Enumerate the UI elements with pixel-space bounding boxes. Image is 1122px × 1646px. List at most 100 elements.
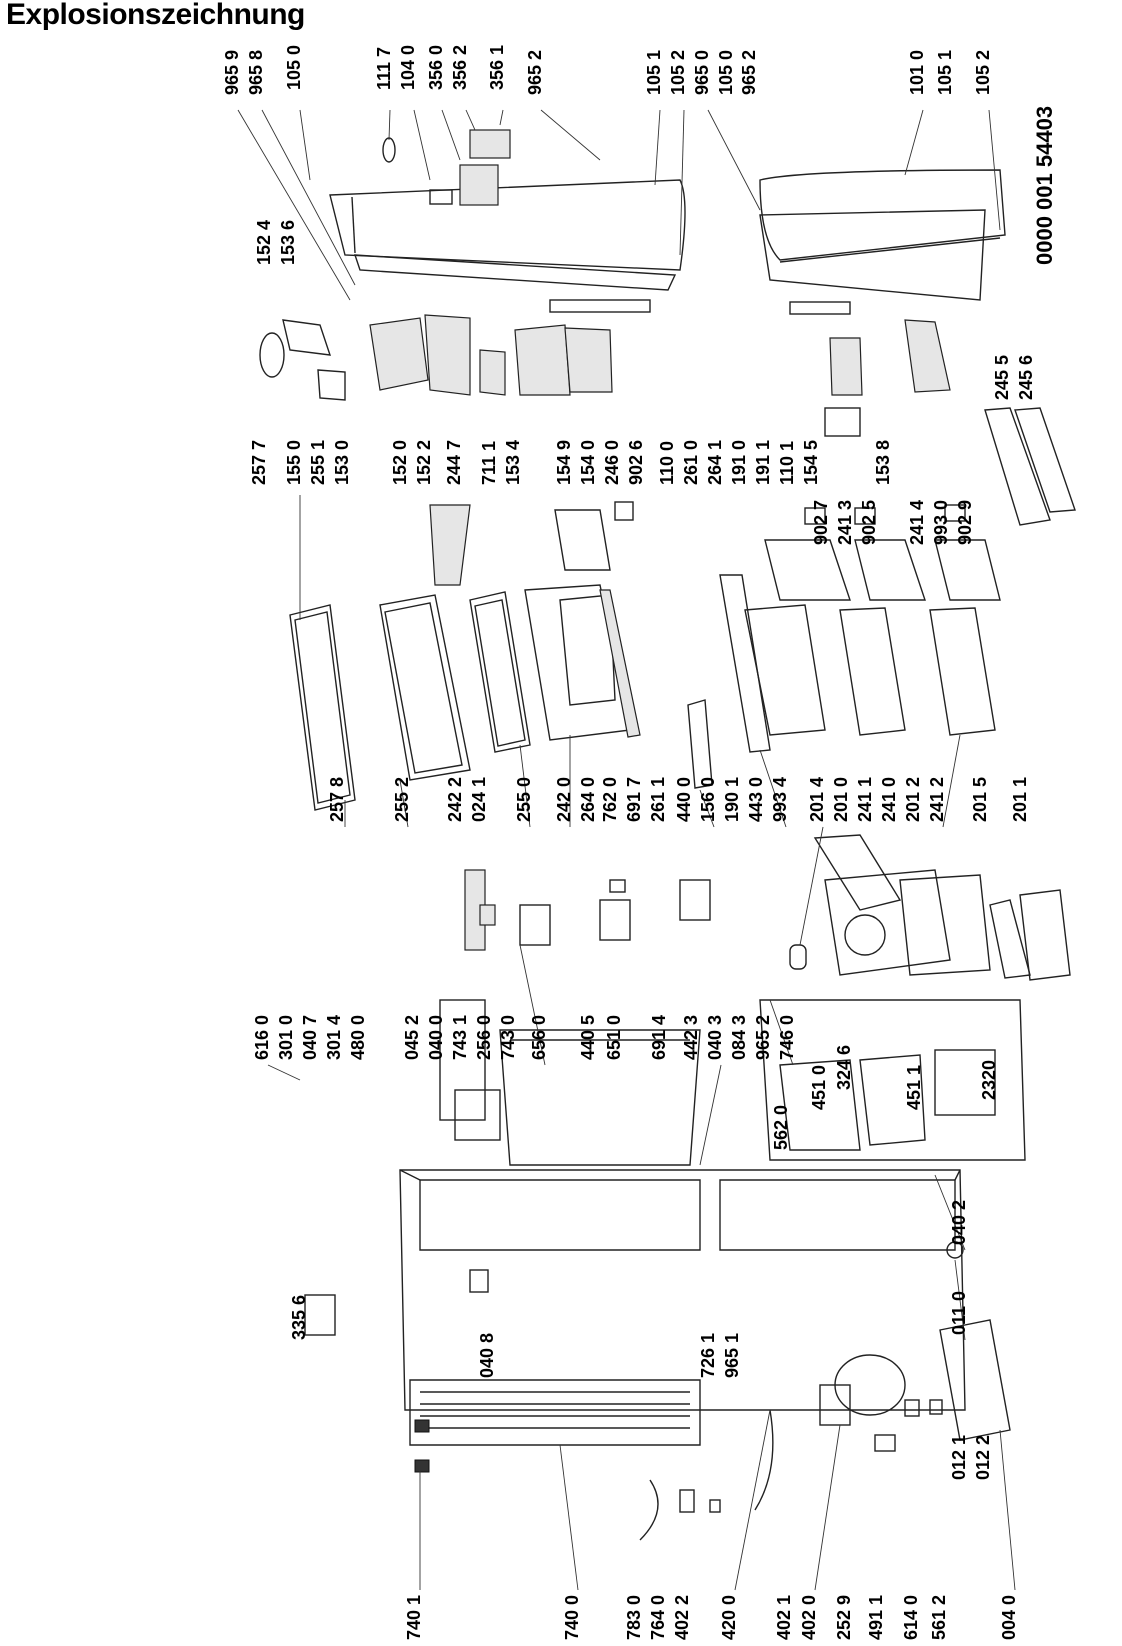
part-number-label: 764 0 <box>648 1595 668 1640</box>
document-number: 0000 001 54403 <box>1032 106 1057 265</box>
part-number-label: 451 1 <box>904 1065 924 1110</box>
part-number-label: 245 5 <box>992 355 1012 400</box>
part-number-label: 105 0 <box>716 50 736 95</box>
part-number-label: 743 0 <box>498 1015 518 1060</box>
part-number-label: 491 1 <box>866 1595 886 1640</box>
part-number-label: 153 6 <box>278 220 298 265</box>
part-number-label: 902 7 <box>811 500 831 545</box>
part-number-label: 614 0 <box>901 1595 921 1640</box>
part-number-label: 691 7 <box>624 777 644 822</box>
part-number-label: 105 1 <box>935 50 955 95</box>
part-number-label: 040 7 <box>300 1015 320 1060</box>
part-number-label: 084 3 <box>729 1015 749 1060</box>
part-number-label: 264 1 <box>705 440 725 485</box>
part-number-label: 257 8 <box>327 777 347 822</box>
part-number-label: 902 5 <box>859 500 879 545</box>
part-number-label: 255 1 <box>308 440 328 485</box>
part-number-label: 691 4 <box>649 1015 669 1060</box>
part-number-label: 246 0 <box>602 440 622 485</box>
part-number-label: 190 1 <box>722 777 742 822</box>
part-number-label: 252 9 <box>834 1595 854 1640</box>
part-number-label: 004 0 <box>999 1595 1019 1640</box>
part-number-label: 965 9 <box>222 50 242 95</box>
part-number-label: 012 2 <box>973 1435 993 1480</box>
part-number-label: 993 0 <box>931 500 951 545</box>
part-number-label: 155 0 <box>284 440 304 485</box>
part-number-label: 241 1 <box>855 777 875 822</box>
part-number-label: 261 0 <box>681 440 701 485</box>
part-number-label: 241 2 <box>927 777 947 822</box>
leader-lines <box>237 109 1016 1591</box>
part-number-label: 740 1 <box>404 1595 424 1640</box>
part-number-label: 101 0 <box>907 50 927 95</box>
part-number-label: 105 2 <box>973 50 993 95</box>
fan-and-evaporator-illustration <box>759 834 1071 1161</box>
part-number-label: 965 8 <box>246 50 266 95</box>
part-number-label: 152 2 <box>414 440 434 485</box>
part-number-label: 110 1 <box>777 441 797 485</box>
part-number-label: 040 8 <box>477 1333 497 1378</box>
part-number-label: 153 8 <box>873 440 893 485</box>
part-number-label: 201 4 <box>807 777 827 822</box>
part-number-label: 443 0 <box>746 777 766 822</box>
part-number-label: 616 0 <box>252 1015 272 1060</box>
part-number-label: 241 4 <box>907 500 927 545</box>
part-number-label: 105 1 <box>644 50 664 95</box>
part-number-label: 402 1 <box>774 1595 794 1640</box>
part-number-label: 902 6 <box>626 440 646 485</box>
part-number-label: 562 0 <box>771 1105 791 1150</box>
part-number-label: 651 0 <box>604 1015 624 1060</box>
part-number-label: 153 0 <box>332 440 352 485</box>
part-number-label: 201 2 <box>903 777 923 822</box>
part-number-label: 402 0 <box>799 1595 819 1640</box>
part-number-label: 154 0 <box>578 440 598 485</box>
part-number-label: 024 1 <box>469 777 489 822</box>
part-number-label: 356 1 <box>487 45 507 90</box>
part-number-label: 255 0 <box>514 777 534 822</box>
fridge-door-illustration <box>329 129 686 291</box>
part-number-label: 244 7 <box>444 440 464 485</box>
part-number-label: 105 0 <box>284 45 304 90</box>
part-number-label: 746 0 <box>777 1015 797 1060</box>
part-number-label: 480 0 <box>348 1015 368 1060</box>
part-number-label: 440 5 <box>578 1015 598 1060</box>
door-shelves-illustration <box>259 299 951 437</box>
part-number-label: 040 3 <box>705 1015 725 1060</box>
part-number-label: 335 6 <box>289 1295 309 1340</box>
part-number-label: 152 0 <box>390 440 410 485</box>
part-number-label: 740 0 <box>562 1595 582 1640</box>
part-number-label: 201 0 <box>831 777 851 822</box>
part-number-label: 191 0 <box>729 440 749 485</box>
part-number-label: 241 3 <box>835 500 855 545</box>
part-number-label: 256 0 <box>474 1015 494 1060</box>
part-number-label: 156 0 <box>698 777 718 822</box>
part-number-label: 783 0 <box>624 1595 644 1640</box>
part-number-label: 902 9 <box>955 500 975 545</box>
part-number-label: 965 2 <box>739 50 759 95</box>
part-number-label: 011 0 <box>949 1291 969 1335</box>
part-number-label: 2320 <box>979 1060 999 1100</box>
part-number-label: 264 0 <box>578 777 598 822</box>
part-number-label: 442 3 <box>681 1015 701 1060</box>
part-number-label: 012 1 <box>949 1435 969 1480</box>
part-number-label: 154 9 <box>554 440 574 485</box>
freezer-door-illustration <box>759 169 1006 301</box>
part-number-label: 242 0 <box>554 777 574 822</box>
part-number-label: 241 0 <box>879 777 899 822</box>
part-number-label: 301 4 <box>324 1015 344 1060</box>
part-number-label: 420 0 <box>719 1595 739 1640</box>
part-number-label: 762 0 <box>600 777 620 822</box>
part-number-label: 201 1 <box>1010 777 1030 822</box>
part-number-label: 711 1 <box>479 441 499 485</box>
part-number-label: 257 7 <box>249 440 269 485</box>
part-number-label: 111 7 <box>374 47 394 90</box>
part-number-label: 402 2 <box>672 1595 692 1640</box>
part-number-label: 040 2 <box>949 1200 969 1245</box>
part-number-label: 045 2 <box>402 1015 422 1060</box>
part-number-label: 152 4 <box>254 220 274 265</box>
part-number-label: 110 0 <box>657 441 677 485</box>
part-number-label: 965 2 <box>525 50 545 95</box>
page-title: Explosionszeichnung <box>6 0 305 31</box>
